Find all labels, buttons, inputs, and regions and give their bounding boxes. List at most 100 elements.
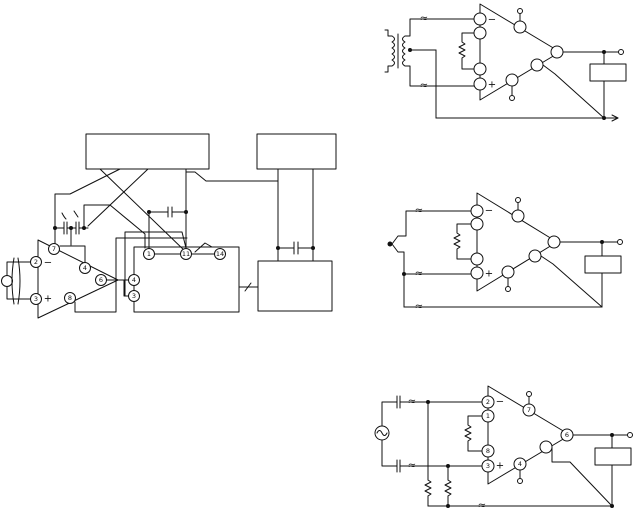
main-circuit: 7 2 3 4 6 8 − + 1 11 14 4 3 bbox=[1, 133, 337, 319]
op-amp-pin bbox=[473, 62, 487, 76]
pin-label: 2 bbox=[486, 398, 490, 406]
op-amp-pin bbox=[505, 73, 519, 87]
plus-sign: + bbox=[488, 80, 496, 91]
wire bbox=[54, 168, 121, 246]
op-amp-pin bbox=[473, 77, 487, 91]
op-amp-pin-6 bbox=[95, 274, 107, 286]
op-amp-pin-8 bbox=[64, 292, 76, 304]
panel-c-circuit: ≈ ≈ ≈ 2 1 8 3 7 6 4 − + bbox=[374, 385, 633, 511]
terminal bbox=[505, 286, 511, 292]
break-mark: ≈ bbox=[415, 206, 423, 217]
variable-arrow bbox=[73, 210, 79, 218]
wire bbox=[461, 63, 475, 70]
wire bbox=[6, 261, 31, 276]
terminal bbox=[515, 197, 521, 203]
resistor bbox=[424, 479, 432, 497]
box-pin-11 bbox=[180, 248, 192, 260]
minus-sign: − bbox=[488, 15, 496, 26]
op-amp-pin-2 bbox=[481, 395, 495, 409]
transducer-plates bbox=[11, 257, 21, 305]
terminal bbox=[517, 8, 523, 14]
output-terminal bbox=[617, 239, 623, 245]
wire bbox=[467, 445, 483, 452]
wire bbox=[6, 286, 31, 300]
wire bbox=[542, 64, 605, 119]
box-pin-4 bbox=[128, 274, 140, 286]
pin-label: 11 bbox=[182, 250, 190, 258]
op-amp-pin-7 bbox=[48, 243, 60, 255]
output-terminal bbox=[618, 49, 624, 55]
junction-dot bbox=[184, 210, 188, 214]
terminal bbox=[509, 95, 515, 101]
output-terminal bbox=[627, 432, 633, 438]
pin-label: 7 bbox=[52, 245, 56, 253]
pin-label: 2 bbox=[34, 258, 38, 266]
op-amp-pin bbox=[470, 217, 484, 231]
wire bbox=[124, 231, 187, 297]
break-mark: ≈ bbox=[420, 14, 428, 25]
wire bbox=[381, 439, 398, 467]
minus-sign: − bbox=[496, 397, 504, 408]
pin-label: 8 bbox=[68, 294, 72, 302]
top-left-block bbox=[85, 133, 210, 170]
break-mark: ≈ bbox=[415, 302, 423, 313]
wire bbox=[185, 171, 279, 253]
wire bbox=[74, 237, 188, 313]
box-pin-3 bbox=[128, 290, 140, 302]
op-amp-pin-3 bbox=[481, 459, 495, 473]
transformer-coil bbox=[391, 35, 395, 67]
op-amp-pin bbox=[547, 235, 561, 249]
pin-label: 4 bbox=[132, 276, 136, 284]
pin-label: 1 bbox=[147, 250, 151, 258]
wire bbox=[381, 401, 398, 427]
plus-sign: + bbox=[44, 294, 52, 305]
break-mark: ≈ bbox=[420, 81, 428, 92]
box-pin-14 bbox=[214, 248, 226, 260]
op-amp-pin-4 bbox=[79, 262, 91, 274]
load-box bbox=[584, 255, 622, 274]
wire bbox=[391, 210, 472, 245]
wire bbox=[467, 415, 483, 421]
pin-label: 4 bbox=[518, 460, 522, 468]
op-amp-pin bbox=[511, 209, 525, 223]
panel-b-circuit: ≈ ≈ ≈ − + bbox=[387, 192, 623, 313]
op-amp-triangle bbox=[37, 239, 119, 319]
op-amp-pin bbox=[473, 12, 487, 26]
pin-label: 4 bbox=[83, 264, 87, 272]
wire bbox=[404, 18, 475, 37]
op-amp-pin bbox=[528, 249, 542, 263]
transformer-coil bbox=[402, 35, 406, 67]
op-amp-pin bbox=[513, 20, 527, 34]
op-amp-pin bbox=[470, 204, 484, 218]
source-icon bbox=[1, 275, 13, 287]
plus-sign: + bbox=[496, 461, 504, 472]
load-box bbox=[589, 63, 627, 82]
pin-label: 7 bbox=[527, 406, 531, 414]
wire bbox=[99, 168, 187, 253]
pin-label: 3 bbox=[132, 292, 136, 300]
variable-arrow bbox=[61, 212, 67, 220]
wire bbox=[87, 168, 149, 227]
break-mark bbox=[244, 282, 252, 292]
wire bbox=[540, 255, 603, 308]
minus-sign: − bbox=[44, 258, 52, 269]
wire bbox=[391, 243, 472, 275]
terminal bbox=[526, 391, 532, 397]
arrow-head bbox=[611, 114, 619, 122]
resistor bbox=[444, 479, 452, 497]
terminal bbox=[517, 478, 523, 484]
resistor bbox=[453, 227, 461, 255]
plus-sign: + bbox=[485, 269, 493, 280]
wire bbox=[456, 223, 472, 229]
break-mark: ≈ bbox=[415, 269, 423, 280]
wire bbox=[83, 204, 146, 249]
op-amp-pin bbox=[470, 252, 484, 266]
box-pin-1 bbox=[143, 248, 155, 260]
op-amp-pin bbox=[530, 58, 544, 72]
break-mark: ≈ bbox=[408, 461, 416, 472]
bottom-right-block bbox=[257, 260, 333, 312]
minus-sign: − bbox=[485, 206, 493, 217]
op-amp-pin bbox=[473, 26, 487, 40]
ac-wave bbox=[376, 430, 388, 436]
